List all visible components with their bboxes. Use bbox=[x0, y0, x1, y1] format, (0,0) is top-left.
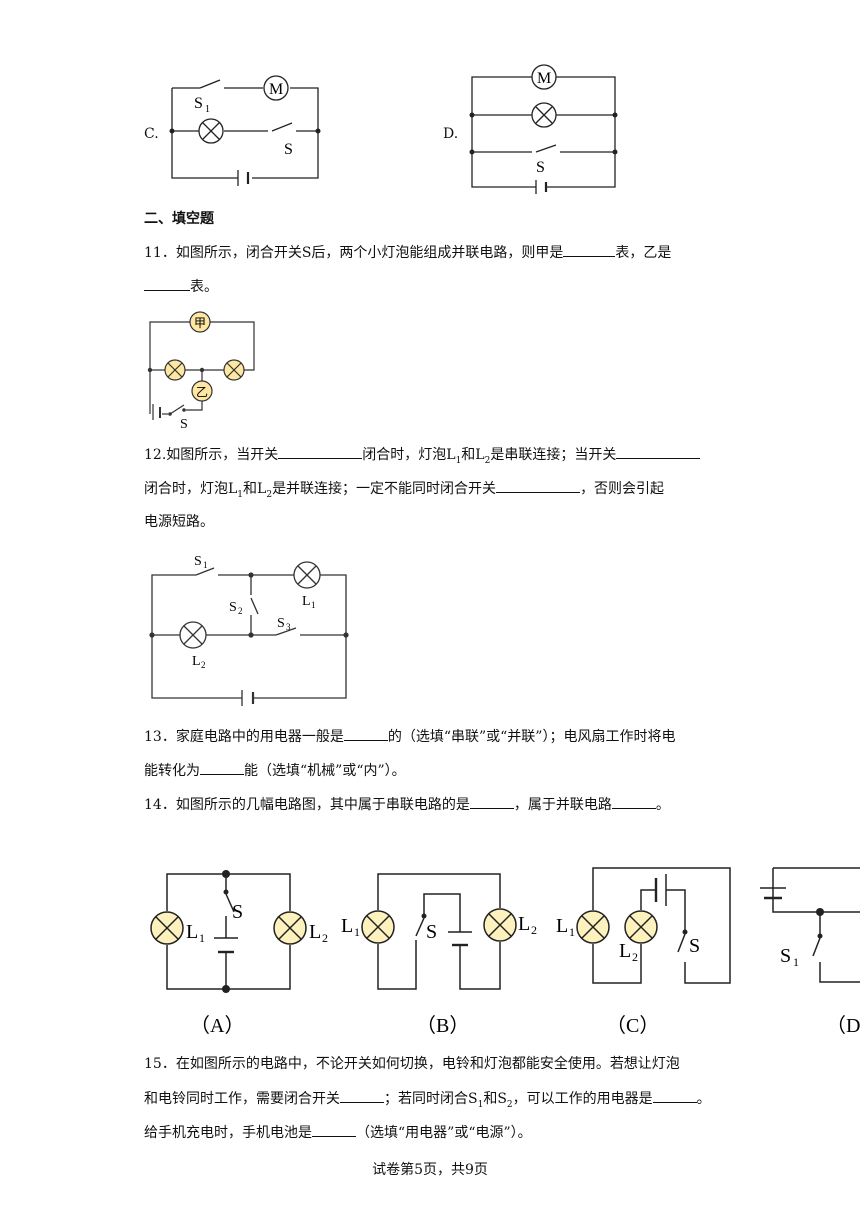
q11-switch-label: S bbox=[180, 417, 188, 432]
svg-text:1: 1 bbox=[199, 931, 205, 945]
svg-text:1: 1 bbox=[203, 560, 208, 570]
svg-text:2: 2 bbox=[632, 950, 638, 964]
svg-text:L: L bbox=[302, 594, 311, 609]
svg-text:S: S bbox=[194, 95, 203, 112]
option-c-label: C. bbox=[144, 126, 159, 142]
svg-text:1: 1 bbox=[793, 955, 799, 969]
q12-line1: 12.如图所示，当开关闭合时，灯泡L1和L2是串联连接；当开关 bbox=[144, 444, 701, 471]
svg-text:2: 2 bbox=[322, 931, 328, 945]
q12-line3: 电源短路。 bbox=[144, 514, 214, 530]
svg-text:S: S bbox=[229, 600, 237, 615]
svg-text:1: 1 bbox=[569, 925, 575, 939]
section-title: 二、填空题 bbox=[144, 211, 214, 227]
q14-blank-2[interactable] bbox=[611, 794, 656, 809]
q15-blank-2[interactable] bbox=[652, 1088, 697, 1103]
svg-text:2: 2 bbox=[238, 606, 243, 616]
q13-blank-1[interactable] bbox=[343, 726, 388, 741]
svg-text:S: S bbox=[426, 921, 437, 943]
q15-blank-1[interactable] bbox=[340, 1088, 384, 1103]
svg-text:L: L bbox=[186, 921, 198, 943]
svg-text:L: L bbox=[309, 921, 321, 943]
q11-blank-1[interactable] bbox=[563, 242, 616, 257]
svg-text:L: L bbox=[556, 915, 568, 937]
q13-line2: 能转化为能（选填“机械”或“内”）。 bbox=[144, 760, 406, 781]
q15-blank-3[interactable] bbox=[312, 1122, 356, 1137]
option-d-label: D. bbox=[443, 126, 459, 142]
q14-blank-1[interactable] bbox=[469, 794, 514, 809]
q13-blank-2[interactable] bbox=[200, 760, 244, 775]
option-d-circuit: M S bbox=[469, 64, 618, 194]
q12-line2: 闭合时，灯泡L1和L2是并联连接；一定不能同时闭合开关，否则会引起 bbox=[144, 478, 664, 505]
q15-line3: 给手机充电时，手机电池是（选填“用电器”或“电源”）。 bbox=[144, 1122, 532, 1143]
q12-blank-3[interactable] bbox=[496, 478, 581, 493]
q14-caption-c: （C） bbox=[606, 1014, 659, 1037]
q12-blank-1[interactable] bbox=[278, 444, 363, 459]
q11-meter-yi: 乙 bbox=[196, 385, 208, 399]
svg-text:S: S bbox=[277, 616, 285, 631]
svg-text:M: M bbox=[269, 81, 283, 98]
q13-line1: 13．家庭电路中的用电器一般是的（选填“串联”或“并联”）；电风扇工作时将电 bbox=[144, 726, 675, 747]
q11-blank-2[interactable] bbox=[144, 276, 190, 291]
svg-text:1: 1 bbox=[354, 925, 360, 939]
svg-text:3: 3 bbox=[286, 622, 291, 632]
q11-meter-jia: 甲 bbox=[194, 316, 206, 330]
svg-text:L: L bbox=[619, 940, 631, 962]
q11-line1: 11．如图所示，闭合开关S后，两个小灯泡能组成并联电路，则甲是表，乙是 bbox=[144, 242, 671, 263]
q15-line2: 和电铃同时工作，需要闭合开关；若同时闭合S1和S2，可以工作的用电器是。 bbox=[144, 1088, 711, 1115]
svg-text:L: L bbox=[192, 654, 201, 669]
svg-text:2: 2 bbox=[531, 923, 537, 937]
q11-line2: 表。 bbox=[144, 276, 218, 297]
q11-circuit: 甲 乙 S bbox=[147, 311, 255, 432]
page-footer: 试卷第5页，共9页 bbox=[372, 1162, 488, 1178]
svg-text:S: S bbox=[284, 141, 293, 158]
svg-text:1: 1 bbox=[205, 104, 210, 115]
q15-line1: 15．在如图所示的电路中，不论开关如何切换，电铃和灯泡都能安全使用。若想让灯泡 bbox=[144, 1056, 680, 1072]
q14-caption-a: （A） bbox=[190, 1014, 244, 1037]
q14-caption-b: （B） bbox=[416, 1014, 469, 1037]
svg-text:L: L bbox=[518, 913, 530, 935]
svg-text:1: 1 bbox=[311, 600, 316, 610]
svg-text:S: S bbox=[232, 901, 243, 923]
q12-blank-2[interactable] bbox=[616, 444, 701, 459]
svg-text:2: 2 bbox=[201, 660, 206, 670]
q14-caption-d: （D bbox=[826, 1014, 860, 1037]
svg-text:S: S bbox=[194, 554, 202, 569]
q14-line1: 14．如图所示的几幅电路图，其中属于串联电路的是，属于并联电路。 bbox=[144, 794, 670, 815]
svg-text:M: M bbox=[537, 70, 551, 87]
svg-text:S: S bbox=[780, 945, 791, 967]
svg-text:L: L bbox=[341, 915, 353, 937]
svg-text:S: S bbox=[689, 935, 700, 957]
svg-text:S: S bbox=[536, 159, 545, 176]
